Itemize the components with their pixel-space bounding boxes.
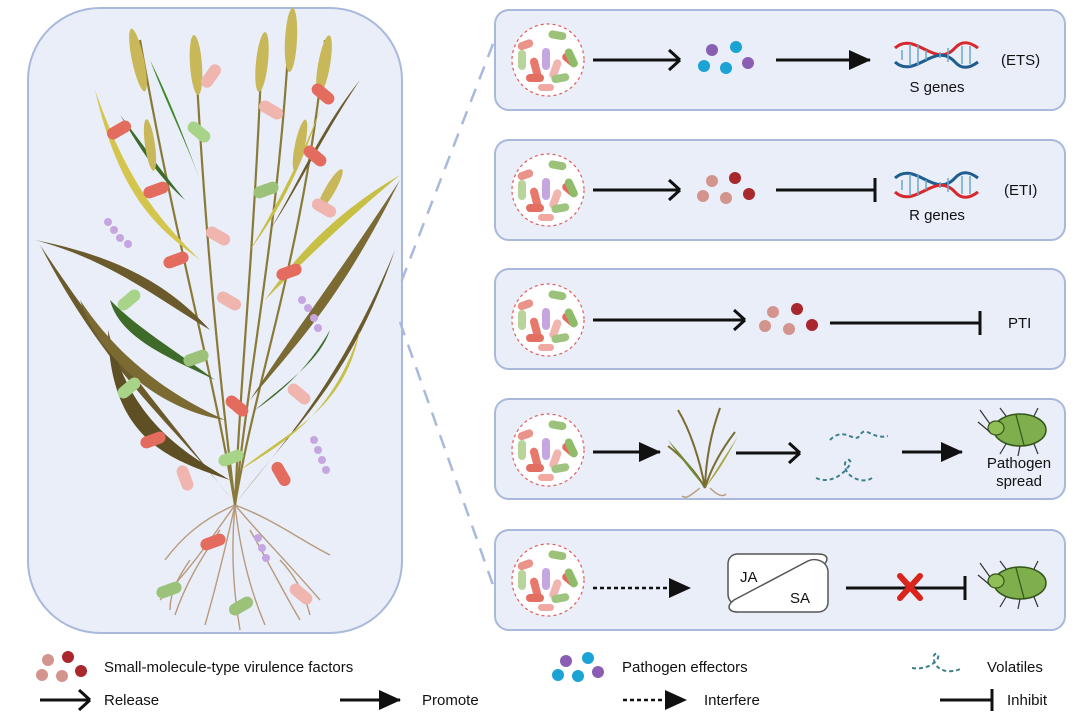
release-line-1 [593, 48, 682, 72]
inhibit-line-3 [830, 311, 982, 335]
legend-effectors-label: Pathogen effectors [622, 659, 748, 676]
ja-sa-crosstalk-box [727, 553, 829, 613]
eti-tag: (ETI) [1004, 182, 1037, 199]
legend: Small-molecule-type virulence factors Pa… [36, 651, 1048, 712]
legend-release-icon [40, 688, 92, 712]
pti-tag: PTI [1008, 315, 1031, 332]
legend-inhibit-label: Inhibit [1007, 692, 1048, 709]
effectors-cluster-1 [698, 41, 754, 74]
plant-chains [104, 218, 330, 562]
legend-interfere-label: Interfere [704, 692, 760, 709]
ets-tag: (ETS) [1001, 52, 1040, 69]
release-line-2 [593, 178, 682, 202]
plant-seed-heads [129, 8, 343, 211]
panel-eti: R genes (ETI) [593, 171, 1037, 224]
panel-hormone: JA SA [593, 553, 1047, 613]
ja-label: JA [740, 569, 758, 586]
panel-pti: PTI [593, 303, 1031, 335]
block-cross-icon [897, 573, 923, 601]
r-genes-label: R genes [909, 207, 965, 224]
dna-icon-s-genes [893, 41, 979, 69]
panel-ets: S genes (ETS) [593, 41, 1040, 96]
volatiles-icon-4 [815, 430, 889, 482]
virulence-factors-cluster-3 [759, 303, 818, 335]
plant-bacteria [106, 64, 337, 616]
pathogen-spread-line1: Pathogen [987, 455, 1051, 472]
legend-volatiles-icon [911, 652, 963, 673]
legend-virulence-factors-icon [36, 651, 87, 682]
legend-release-label: Release [104, 692, 159, 709]
legend-inhibit-icon [940, 689, 994, 711]
plant-illustration [35, 8, 400, 631]
panel-spread: Pathogen spread [593, 407, 1051, 498]
release-line-4 [736, 441, 802, 465]
sa-label: SA [790, 590, 810, 607]
plant-leaves [35, 60, 400, 500]
bacteria-cluster-icons [511, 23, 585, 617]
release-line-3 [593, 308, 747, 332]
inhibit-line-2 [776, 178, 877, 202]
virulence-factors-cluster-2 [697, 172, 755, 204]
s-genes-label: S genes [909, 79, 964, 96]
panel-boxes [494, 9, 1066, 631]
dna-icon-r-genes [893, 171, 979, 199]
pathogen-spread-line2: spread [996, 473, 1042, 490]
small-plant-icon [667, 407, 738, 498]
legend-volatiles-label: Volatiles [987, 659, 1043, 676]
legend-promote-label: Promote [422, 692, 479, 709]
legend-virulence-factors-label: Small-molecule-type virulence factors [104, 659, 353, 676]
legend-effectors-icon [552, 652, 604, 682]
zoom-connector [398, 43, 495, 586]
